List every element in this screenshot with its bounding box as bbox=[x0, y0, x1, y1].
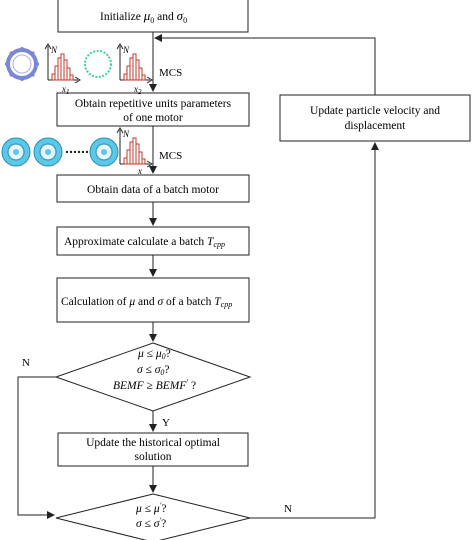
svg-text:Obtain repetitive units parame: Obtain repetitive units parameters bbox=[75, 98, 232, 110]
edge-label-mcs1: MCS bbox=[159, 67, 182, 79]
svg-text:μ ≤ μ′?: μ ≤ μ′? bbox=[135, 501, 166, 515]
svg-text:σ ≤ σ0?: σ ≤ σ0? bbox=[137, 364, 170, 377]
step-approx: Approximate calculate a batch Tcpp bbox=[56, 226, 250, 256]
edge-label-no-left: N bbox=[22, 357, 30, 369]
stator-ring-icon bbox=[5, 47, 39, 81]
rotor-ring-icon bbox=[84, 50, 112, 78]
histogram-x1-icon: N x1 bbox=[44, 43, 81, 96]
svg-text:σ ≤ σ′?: σ ≤ σ′? bbox=[136, 516, 166, 530]
svg-text:x2: x2 bbox=[133, 84, 142, 96]
edge-label-yes: Y bbox=[162, 417, 170, 429]
svg-text:x: x bbox=[137, 166, 142, 176]
svg-text:displacement: displacement bbox=[345, 120, 406, 132]
step-obtain-units: Obtain repetitive units parameters of on… bbox=[56, 92, 250, 127]
svg-text:Update the historical optimal: Update the historical optimal bbox=[86, 437, 220, 449]
svg-text:of one motor: of one motor bbox=[123, 112, 183, 124]
motor-icon-2 bbox=[33, 137, 63, 167]
svg-text:Initialize μ0 and σ0: Initialize μ0 and σ0 bbox=[100, 8, 187, 25]
connectors bbox=[17, 32, 379, 519]
ellipsis-dots bbox=[65, 150, 89, 154]
svg-text:Calculation of μ and σ of a ba: Calculation of μ and σ of a batch Tcpp bbox=[61, 296, 232, 309]
svg-text:N: N bbox=[50, 45, 58, 55]
svg-text:BEMF ≥ BEMF′ ?: BEMF ≥ BEMF′ ? bbox=[113, 378, 196, 392]
decision-check1: μ ≤ μ0? σ ≤ σ0? BEMF ≥ BEMF′ ? bbox=[54, 342, 252, 412]
svg-text:x1: x1 bbox=[61, 84, 70, 96]
svg-text:solution: solution bbox=[134, 451, 171, 463]
step-obtain-batch: Obtain data of a batch motor bbox=[56, 174, 250, 203]
motor-icon-1 bbox=[1, 137, 31, 167]
step-update-particle: Update particle velocity and displacemen… bbox=[279, 94, 471, 142]
decision-check2: μ ≤ μ′? σ ≤ σ′? bbox=[55, 493, 251, 540]
svg-text:N: N bbox=[122, 129, 130, 139]
svg-text:Update particle velocity and: Update particle velocity and bbox=[310, 105, 440, 117]
step-calc-mu-sigma: Calculation of μ and σ of a batch Tcpp bbox=[56, 277, 250, 323]
step-initialize: Initialize μ0 and σ0 bbox=[57, 0, 249, 33]
step-update-historical: Update the historical optimal solution bbox=[57, 432, 249, 467]
svg-text:μ ≤ μ0?: μ ≤ μ0? bbox=[137, 348, 171, 361]
edge-label-no-right: N bbox=[284, 503, 292, 515]
svg-text:Approximate calculate a batch: Approximate calculate a batch Tcpp bbox=[64, 236, 225, 249]
histogram-x2-icon: N x2 bbox=[116, 43, 153, 96]
svg-text:N: N bbox=[122, 45, 130, 55]
obtain-batch-label: Obtain data of a batch motor bbox=[87, 184, 219, 196]
edge-label-mcs2: MCS bbox=[159, 150, 182, 162]
motor-icon-3 bbox=[89, 137, 119, 167]
histogram-x-icon: N x bbox=[116, 127, 153, 176]
